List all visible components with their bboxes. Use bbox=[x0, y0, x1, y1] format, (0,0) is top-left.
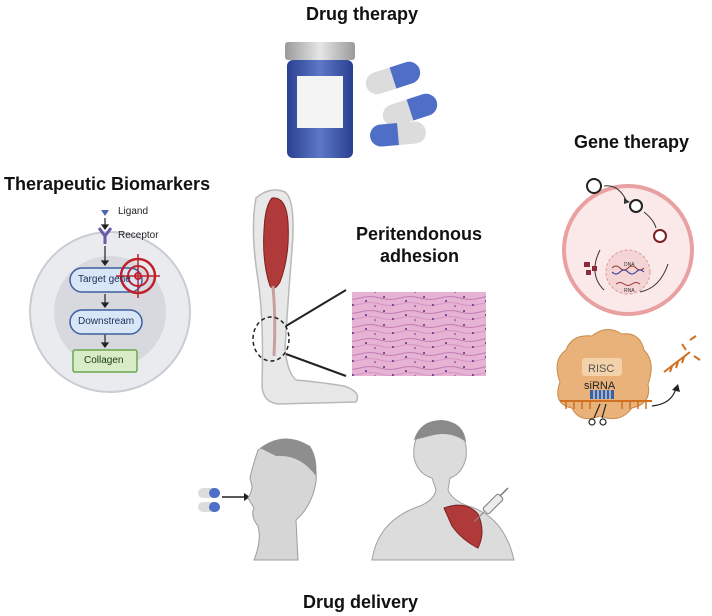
collagen-box bbox=[72, 349, 138, 373]
risc-label: RISC bbox=[588, 363, 614, 375]
syringe-icon bbox=[473, 487, 509, 523]
crosshair-target-icon bbox=[116, 254, 160, 298]
receptor-label: Receptor bbox=[118, 230, 159, 241]
receptor-icon bbox=[97, 227, 113, 244]
gene-therapy-title: Gene therapy bbox=[574, 132, 690, 152]
capsules-icon bbox=[365, 61, 438, 147]
pathway-arrows bbox=[100, 218, 110, 348]
gene-therapy-cell bbox=[562, 178, 694, 316]
peritendonous-title-line2: adhesion bbox=[380, 246, 460, 266]
vector-particle bbox=[629, 199, 643, 213]
head-profile-illustration bbox=[247, 438, 317, 561]
cleaved-rna-fragments-icon bbox=[663, 335, 701, 373]
shoulder-muscle bbox=[443, 504, 483, 549]
adhesion-region-circle bbox=[252, 316, 290, 362]
arrow-to-mouth bbox=[222, 493, 250, 501]
cleavage-arrow bbox=[651, 387, 677, 407]
scissors-icon bbox=[588, 403, 607, 426]
peritendonous-title-line1: Peritendonous bbox=[356, 224, 483, 244]
drug-delivery-title: Drug delivery bbox=[303, 592, 419, 612]
oral-capsules-icon bbox=[198, 488, 220, 512]
pill-bottle-icon bbox=[285, 42, 355, 158]
histology-tissue-image bbox=[352, 292, 486, 376]
leg-illustration bbox=[252, 189, 359, 405]
rna-label: RNA bbox=[624, 288, 635, 294]
torso-illustration bbox=[371, 420, 515, 561]
sirna-label: siRNA bbox=[584, 380, 616, 392]
collagen-label: Collagen bbox=[84, 355, 124, 366]
downstream-box bbox=[69, 309, 143, 335]
drug-therapy-title: Drug therapy bbox=[306, 4, 419, 24]
ligand-icon bbox=[101, 210, 109, 216]
vector-particle bbox=[586, 178, 602, 194]
target-gene-label: Target gene bbox=[78, 274, 131, 285]
risc-complex bbox=[556, 329, 652, 420]
dna-label: DNA bbox=[624, 262, 635, 268]
vector-particle bbox=[653, 229, 667, 243]
downstream-label: Downstream bbox=[78, 316, 135, 327]
biomarkers-title: Therapeutic Biomarkers bbox=[4, 174, 211, 194]
ligand-label: Ligand bbox=[118, 206, 149, 217]
